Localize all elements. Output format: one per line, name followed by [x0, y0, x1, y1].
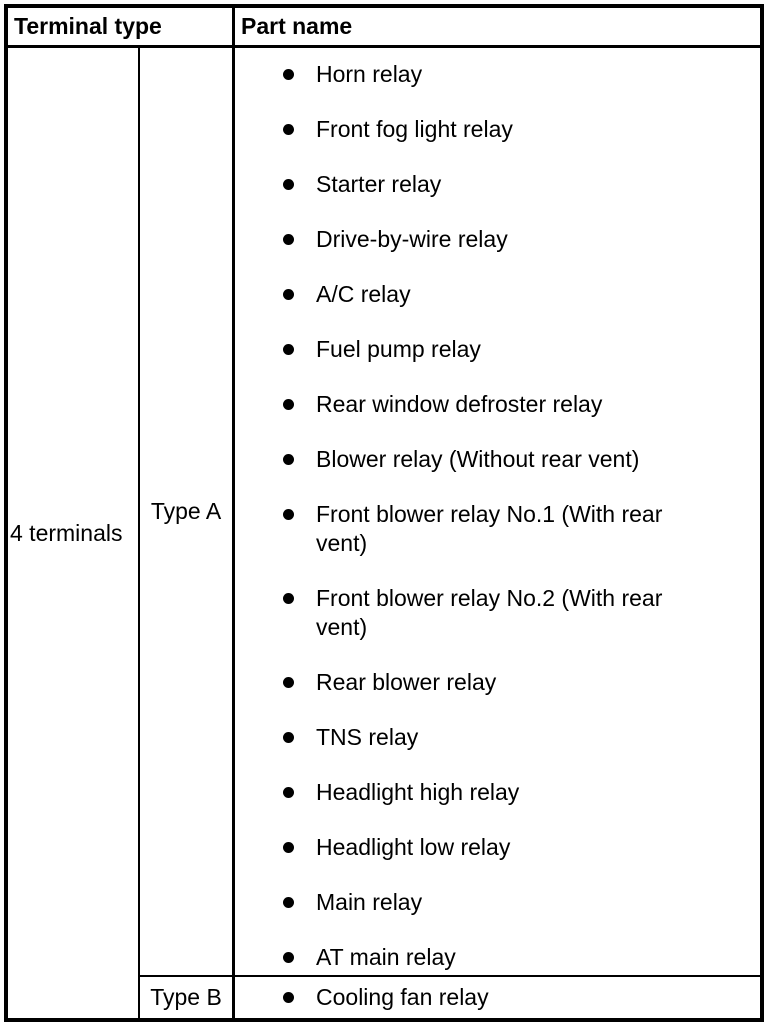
- bullet-icon: [283, 992, 294, 1003]
- part-label: Rear blower relay: [316, 669, 497, 695]
- bullet-icon: [283, 842, 294, 853]
- parts-list-type-b: Cooling fan relay: [232, 977, 760, 1018]
- part-list-item: Cooling fan relay: [283, 983, 760, 1012]
- part-list-item: Drive-by-wire relay: [283, 225, 760, 254]
- part-label: Front blower relay No.1 (With rear vent): [316, 501, 663, 556]
- part-label: Starter relay: [316, 171, 442, 197]
- part-list-item: Headlight low relay: [283, 833, 760, 862]
- part-list-item: Front blower relay No.1 (With rear vent): [283, 500, 760, 558]
- part-list-item: AT main relay: [283, 943, 760, 972]
- part-list-item: Headlight high relay: [283, 778, 760, 807]
- bullet-icon: [283, 593, 294, 604]
- table-header-terminal-type: Terminal type: [8, 8, 232, 48]
- part-list-item: Horn relay: [283, 60, 760, 89]
- type-a-cell: Type A: [140, 48, 232, 977]
- part-list-item: TNS relay: [283, 723, 760, 752]
- parts-list-type-a: Horn relay Front fog light relay Starter…: [232, 48, 760, 977]
- bullet-icon: [283, 124, 294, 135]
- bullet-icon: [283, 732, 294, 743]
- type-b-cell: Type B: [150, 984, 222, 1010]
- part-list-item: Fuel pump relay: [283, 335, 760, 364]
- bullet-icon: [283, 69, 294, 80]
- part-label: Headlight high relay: [316, 779, 520, 805]
- bullet-icon: [283, 509, 294, 520]
- terminal-type-part-name-table: Terminal type Part name 4 terminals Type…: [4, 4, 764, 1022]
- part-label: Fuel pump relay: [316, 336, 481, 362]
- part-list-item: Rear window defroster relay: [283, 390, 760, 419]
- part-label: Cooling fan relay: [316, 984, 489, 1010]
- part-list-item: Front blower relay No.2 (With rear vent): [283, 584, 760, 642]
- part-list-item: Rear blower relay: [283, 668, 760, 697]
- bullet-icon: [283, 454, 294, 465]
- bullet-icon: [283, 952, 294, 963]
- bullet-icon: [283, 289, 294, 300]
- part-list-item: Blower relay (Without rear vent): [283, 445, 760, 474]
- part-label: A/C relay: [316, 281, 411, 307]
- part-label: Blower relay (Without rear vent): [316, 446, 640, 472]
- part-label: Horn relay: [316, 61, 423, 87]
- terminal-count-cell: 4 terminals: [8, 48, 140, 1018]
- part-list-item: A/C relay: [283, 280, 760, 309]
- part-list-item: Starter relay: [283, 170, 760, 199]
- part-label: TNS relay: [316, 724, 419, 750]
- bullet-icon: [283, 399, 294, 410]
- bullet-icon: [283, 234, 294, 245]
- part-list-item: Main relay: [283, 888, 760, 917]
- part-label: Drive-by-wire relay: [316, 226, 508, 252]
- bullet-icon: [283, 897, 294, 908]
- part-label: Main relay: [316, 889, 423, 915]
- part-label: Headlight low relay: [316, 834, 511, 860]
- part-list-item: Front fog light relay: [283, 115, 760, 144]
- bullet-icon: [283, 344, 294, 355]
- table-header-part-name: Part name: [232, 8, 760, 48]
- bullet-icon: [283, 677, 294, 688]
- part-label: AT main relay: [316, 944, 456, 970]
- bullet-icon: [283, 179, 294, 190]
- part-label: Front blower relay No.2 (With rear vent): [316, 585, 663, 640]
- part-label: Rear window defroster relay: [316, 391, 603, 417]
- part-label: Front fog light relay: [316, 116, 513, 142]
- bullet-icon: [283, 787, 294, 798]
